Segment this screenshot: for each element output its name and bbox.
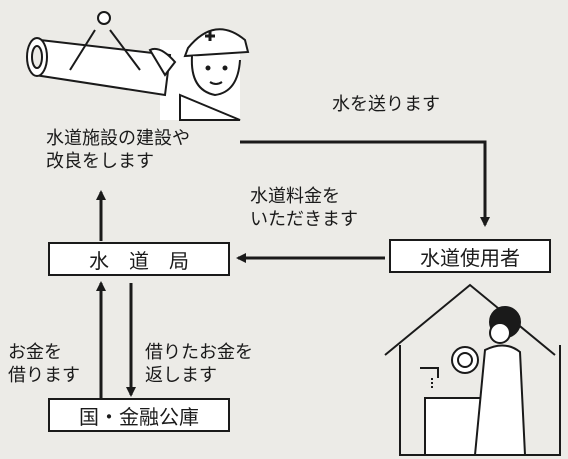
arrow-send-water bbox=[240, 140, 490, 227]
label-build-facilities: 水道施設の建設や 改良をします bbox=[46, 128, 190, 172]
label-borrow-money: お金を 借ります bbox=[8, 342, 80, 386]
label-receive-fee: 水道料金を いただきます bbox=[250, 186, 358, 230]
label-send-water: 水を送ります bbox=[332, 94, 440, 115]
pipe-worker-illustration bbox=[26, 11, 250, 121]
label-repay-money: 借りたお金を 返します bbox=[145, 342, 253, 386]
box-water-user: 水道使用者 bbox=[389, 239, 551, 273]
house-woman-washing-dishes-illustration bbox=[384, 283, 561, 456]
box-water-bureau: 水 道 局 bbox=[48, 242, 230, 276]
box-government-finance: 国・金融公庫 bbox=[48, 398, 230, 432]
